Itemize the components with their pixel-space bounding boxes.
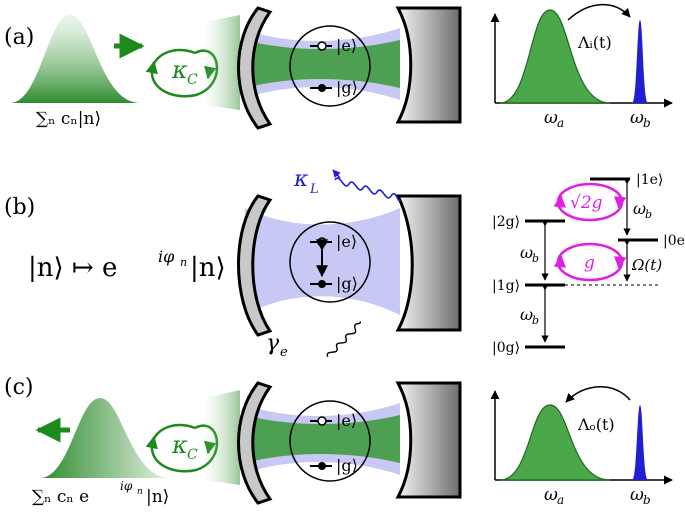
output-pulse <box>40 398 170 478</box>
panel-b: (b) |n⟩ ↦ e iφ n |n⟩ κ L |e⟩ |g⟩ γ e |1e… <box>4 167 685 360</box>
right-mirror-c <box>395 381 462 499</box>
state-e-a: |e⟩ <box>336 36 357 55</box>
output-exp-sub: n <box>137 487 143 497</box>
output-tail: |n⟩ <box>146 487 169 507</box>
omega-b-label-a: ω <box>630 108 644 128</box>
level-1e-label: |1e⟩ <box>636 172 663 188</box>
omega-b-l2: ω <box>520 305 533 324</box>
beam-fan-c <box>205 390 240 485</box>
omega-b-l3-sub: b <box>645 208 652 221</box>
right-mirror-a <box>395 6 462 124</box>
beam-fan-a <box>205 15 240 110</box>
loss-wave <box>334 177 401 202</box>
level-diagram: |1e⟩ |2g⟩ |0e⟩ |1g⟩ |0g⟩ ω b ω b ω b Ω(t… <box>492 172 685 356</box>
coupling-label-a: κ <box>171 56 188 84</box>
omega-a-sub-a: a <box>557 116 564 130</box>
omega-a-label-a: ω <box>544 108 558 128</box>
omega-b-sub-a: b <box>643 116 651 130</box>
state-e-b: |e⟩ <box>336 232 357 251</box>
level-1g-label: |1g⟩ <box>492 278 520 294</box>
left-mirror-c <box>237 381 273 505</box>
decay-wave <box>326 321 361 357</box>
loss-label: κ <box>293 167 309 192</box>
cavity-field-c <box>245 415 400 463</box>
decay-label: γ <box>266 331 280 356</box>
omega-b-sub-c: b <box>643 493 651 507</box>
spectrum-blue-c <box>632 405 648 480</box>
panel-c-label: (c) <box>4 375 34 400</box>
phase-map-exp: iφ <box>158 247 175 266</box>
omega-b-l1-sub: b <box>532 252 539 265</box>
coupling-label-c: κ <box>171 431 188 459</box>
coupling-sub-c: C <box>187 447 198 463</box>
state-e-c: |e⟩ <box>336 411 357 430</box>
panel-b-label: (b) <box>4 195 35 220</box>
output-exp: iφ <box>120 479 133 493</box>
g-label: g <box>584 253 595 273</box>
omega-a-label-c: ω <box>544 485 558 505</box>
decay-sub: e <box>280 345 288 360</box>
atom-circle-c <box>289 400 371 482</box>
transfer-label-c: Λₒ(t) <box>577 415 615 434</box>
level-2g-label: |2g⟩ <box>492 214 520 230</box>
omega-a-sub-c: a <box>557 493 564 507</box>
left-mirror-a <box>237 6 273 130</box>
spectrum-c: Λₒ(t) ω a ω b <box>490 386 673 507</box>
loss-sub: L <box>309 182 319 197</box>
spectrum-green-a <box>499 9 611 104</box>
coupling-sub-a: C <box>187 72 198 88</box>
panel-a-label: (a) <box>4 25 34 50</box>
spectrum-green-c <box>499 404 611 481</box>
level-0g-label: |0g⟩ <box>492 340 520 356</box>
level-0e-label: |0e⟩ <box>663 233 685 249</box>
phase-map-tail: |n⟩ <box>190 253 226 283</box>
state-g-a: |g⟩ <box>336 78 358 97</box>
phase-map-exp-sub: n <box>180 256 187 269</box>
panel-c: (c) ∑ₙ cₙ e iφ n |n⟩ κ C |e⟩ |g⟩ <box>4 375 673 507</box>
state-g-c: |g⟩ <box>336 456 358 475</box>
omega-b-l3: ω <box>633 199 646 218</box>
omega-b-l1: ω <box>520 243 533 262</box>
input-pulse <box>10 15 140 103</box>
output-sum-label: ∑ₙ cₙ e <box>32 487 89 507</box>
input-sum-label: ∑ₙ cₙ|n⟩ <box>36 109 101 129</box>
panel-a: (a) ∑ₙ cₙ|n⟩ κ C |e⟩ |g⟩ <box>4 3 673 130</box>
atom-circle-a <box>289 25 371 107</box>
phase-map-label: |n⟩ ↦ e <box>28 253 117 283</box>
omega-b-l2-sub: b <box>532 314 539 327</box>
atom-circle-b <box>289 221 371 303</box>
sqrt2g-label: √2g <box>570 193 603 213</box>
state-g-b: |g⟩ <box>336 274 358 293</box>
right-mirror-b <box>395 194 462 332</box>
Omega-label: Ω(t) <box>631 256 662 274</box>
left-mirror-b <box>237 194 273 337</box>
spectrum-a: Λᵢ(t) ω a ω b <box>490 3 673 130</box>
cavity-field-a <box>245 40 400 88</box>
omega-b-label-c: ω <box>630 485 644 505</box>
transfer-label-a: Λᵢ(t) <box>577 33 612 52</box>
spectrum-blue-a <box>632 20 648 103</box>
